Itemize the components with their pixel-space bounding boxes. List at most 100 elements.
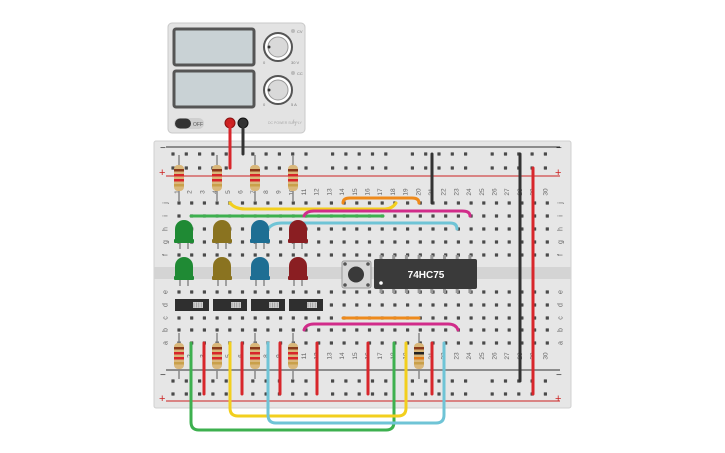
breadboard-hole[interactable] xyxy=(215,328,219,332)
breadboard-hole[interactable] xyxy=(171,152,175,156)
breadboard-hole[interactable] xyxy=(224,152,228,156)
breadboard-hole[interactable] xyxy=(494,341,499,345)
breadboard-hole[interactable] xyxy=(355,240,359,244)
slide-switch-2[interactable] xyxy=(213,299,247,311)
breadboard-hole[interactable] xyxy=(431,227,435,231)
breadboard-hole[interactable] xyxy=(202,201,206,205)
breadboard-hole[interactable] xyxy=(406,201,410,205)
breadboard-hole[interactable] xyxy=(184,152,188,156)
breadboard-hole[interactable] xyxy=(198,166,202,170)
breadboard-hole[interactable] xyxy=(291,253,295,257)
breadboard-hole[interactable] xyxy=(198,379,202,383)
breadboard-hole[interactable] xyxy=(490,379,494,383)
breadboard-hole[interactable] xyxy=(190,253,194,257)
breadboard-hole[interactable] xyxy=(456,316,460,320)
breadboard-hole[interactable] xyxy=(251,392,255,396)
breadboard-hole[interactable] xyxy=(228,316,232,320)
breadboard-hole[interactable] xyxy=(202,316,206,320)
breadboard-hole[interactable] xyxy=(469,328,473,332)
breadboard-hole[interactable] xyxy=(342,227,346,231)
breadboard-hole[interactable] xyxy=(482,303,486,307)
led-blue-bottom[interactable] xyxy=(250,257,270,286)
breadboard-hole[interactable] xyxy=(317,316,321,320)
breadboard-hole[interactable] xyxy=(437,392,441,396)
breadboard-hole[interactable] xyxy=(393,227,397,231)
breadboard-hole[interactable] xyxy=(224,166,228,170)
breadboard-hole[interactable] xyxy=(380,240,384,244)
breadboard-hole[interactable] xyxy=(543,166,547,170)
breadboard-hole[interactable] xyxy=(406,227,410,231)
breadboard-hole[interactable] xyxy=(393,240,397,244)
breadboard-hole[interactable] xyxy=(450,152,454,156)
wires[interactable] xyxy=(189,123,535,432)
breadboard-hole[interactable] xyxy=(331,166,335,170)
breadboard-hole[interactable] xyxy=(291,392,295,396)
breadboard-hole[interactable] xyxy=(545,341,549,345)
breadboard-hole[interactable] xyxy=(482,253,486,257)
breadboard-hole[interactable] xyxy=(357,166,361,170)
breadboard-hole[interactable] xyxy=(190,290,194,294)
breadboard-hole[interactable] xyxy=(469,316,473,320)
breadboard-hole[interactable] xyxy=(367,201,372,205)
breadboard-hole[interactable] xyxy=(456,303,460,307)
breadboard-hole[interactable] xyxy=(545,303,549,307)
breadboard-hole[interactable] xyxy=(444,201,448,205)
breadboard-hole[interactable] xyxy=(253,201,257,205)
breadboard-hole[interactable] xyxy=(317,240,321,244)
breadboard-hole[interactable] xyxy=(431,303,435,307)
breadboard-hole[interactable] xyxy=(444,303,448,307)
breadboard-hole[interactable] xyxy=(357,152,361,156)
power-supply[interactable]: 0 30 V CV 0 5 A CC OFF DC POWER SUPPLY ϟ xyxy=(167,22,306,134)
breadboard-hole[interactable] xyxy=(406,328,410,332)
breadboard-hole[interactable] xyxy=(370,166,375,170)
resistor-top-4[interactable] xyxy=(288,155,298,201)
breadboard-hole[interactable] xyxy=(507,240,511,244)
breadboard-hole[interactable] xyxy=(367,328,372,332)
resistor-bottom-5[interactable] xyxy=(414,333,424,379)
breadboard-hole[interactable] xyxy=(384,152,388,156)
breadboard-hole[interactable] xyxy=(344,392,348,396)
breadboard-hole[interactable] xyxy=(503,166,508,170)
breadboard-hole[interactable] xyxy=(251,379,255,383)
breadboard-hole[interactable] xyxy=(171,392,175,396)
breadboard-hole[interactable] xyxy=(190,201,194,205)
breadboard-hole[interactable] xyxy=(277,166,281,170)
breadboard-hole[interactable] xyxy=(384,379,388,383)
resistor-bottom-1[interactable] xyxy=(174,333,184,379)
breadboard-hole[interactable] xyxy=(342,240,346,244)
breadboard-hole[interactable] xyxy=(177,290,181,294)
breadboard-hole[interactable] xyxy=(494,328,499,332)
breadboard-hole[interactable] xyxy=(424,392,428,396)
breadboard-hole[interactable] xyxy=(342,303,346,307)
breadboard-hole[interactable] xyxy=(517,392,521,396)
breadboard-hole[interactable] xyxy=(202,328,206,332)
led-blue-top[interactable] xyxy=(250,220,270,249)
breadboard-hole[interactable] xyxy=(279,240,283,244)
breadboard-hole[interactable] xyxy=(331,152,335,156)
breadboard-hole[interactable] xyxy=(418,214,422,218)
breadboard-hole[interactable] xyxy=(437,379,441,383)
breadboard-hole[interactable] xyxy=(367,290,372,294)
breadboard-hole[interactable] xyxy=(482,328,486,332)
breadboard-hole[interactable] xyxy=(177,214,181,218)
breadboard-hole[interactable] xyxy=(507,253,511,257)
slide-switch-3[interactable] xyxy=(251,299,285,311)
breadboard-hole[interactable] xyxy=(215,316,219,320)
breadboard-hole[interactable] xyxy=(291,152,295,156)
breadboard-hole[interactable] xyxy=(202,290,206,294)
components[interactable] xyxy=(174,155,424,379)
breadboard-hole[interactable] xyxy=(317,290,321,294)
breadboard-hole[interactable] xyxy=(464,166,468,170)
breadboard-hole[interactable] xyxy=(329,253,333,257)
breadboard-hole[interactable] xyxy=(450,392,454,396)
breadboard-hole[interactable] xyxy=(171,379,175,383)
breadboard-hole[interactable] xyxy=(507,303,511,307)
breadboard-hole[interactable] xyxy=(530,152,534,156)
breadboard-hole[interactable] xyxy=(266,201,270,205)
breadboard-hole[interactable] xyxy=(450,166,454,170)
breadboard-hole[interactable] xyxy=(410,152,414,156)
breadboard-hole[interactable] xyxy=(384,392,388,396)
breadboard-hole[interactable] xyxy=(279,328,283,332)
breadboard-hole[interactable] xyxy=(304,152,308,156)
breadboard-hole[interactable] xyxy=(367,303,372,307)
